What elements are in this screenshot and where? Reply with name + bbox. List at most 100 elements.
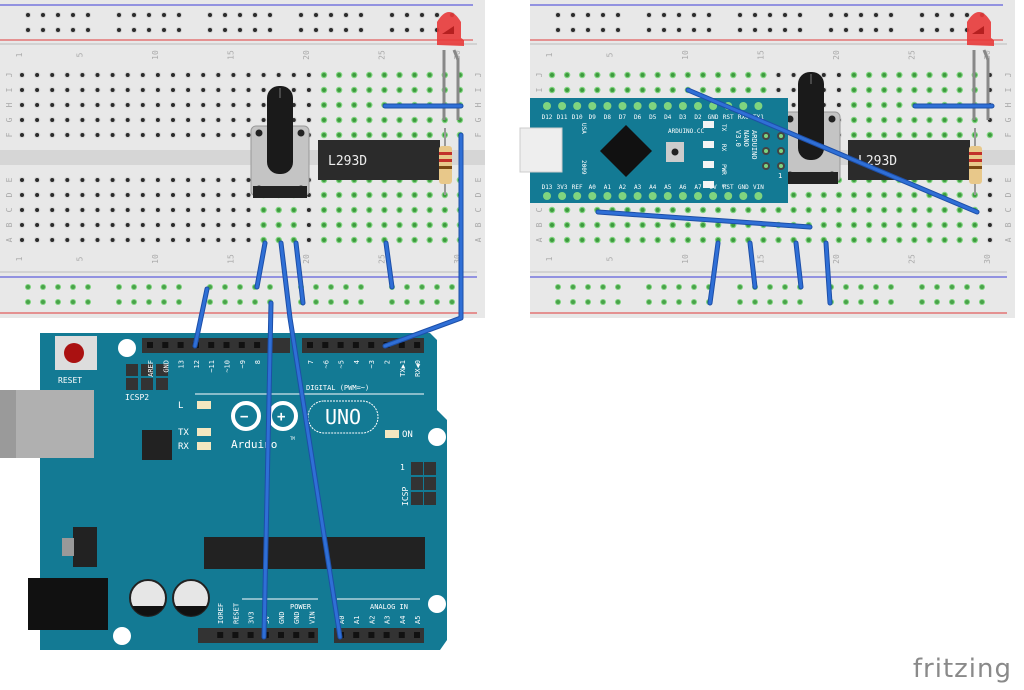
row-label: F xyxy=(1004,132,1013,137)
hole xyxy=(610,73,615,77)
nano-pin-label: A2 xyxy=(619,184,627,191)
hole xyxy=(95,73,100,77)
hole xyxy=(35,238,40,242)
nano-pin xyxy=(678,102,687,110)
column-label: 15 xyxy=(226,50,235,60)
rail-hole xyxy=(390,13,394,17)
hole xyxy=(216,238,221,242)
hole xyxy=(882,73,887,77)
hole xyxy=(882,88,887,92)
hole xyxy=(776,208,781,212)
hole xyxy=(550,73,554,77)
status-led-label: TX xyxy=(178,428,189,438)
resistor-band xyxy=(439,152,452,155)
hole xyxy=(65,238,70,242)
hole xyxy=(80,223,85,227)
rail-hole xyxy=(253,300,257,304)
mini-usb-connector xyxy=(519,127,563,173)
rail-hole xyxy=(586,13,590,17)
hole xyxy=(367,238,372,242)
hole xyxy=(95,178,100,182)
hole xyxy=(897,73,902,77)
nano-pin-label: A1 xyxy=(604,184,612,191)
row-label: B xyxy=(474,222,483,227)
logo-minus-ring xyxy=(231,401,261,431)
hole xyxy=(352,208,357,212)
digital-pin-label: 13 xyxy=(178,360,186,368)
analog-pin-label: A1 xyxy=(353,616,361,624)
hole xyxy=(731,208,736,212)
hole xyxy=(322,208,326,212)
hole xyxy=(337,103,342,107)
hole xyxy=(201,208,206,212)
column-label: 30 xyxy=(983,254,992,264)
jumper-wire xyxy=(383,133,463,348)
rail-hole xyxy=(390,28,394,32)
nano-pin-label: RST xyxy=(723,184,734,191)
row-label: G xyxy=(5,117,14,122)
rail-hole xyxy=(147,285,151,289)
hole xyxy=(957,223,962,227)
rail-hole xyxy=(859,13,863,17)
nano-pin xyxy=(648,102,657,110)
hole xyxy=(322,223,326,227)
hole xyxy=(867,238,872,242)
pot-screw xyxy=(255,185,263,193)
hole xyxy=(442,223,447,227)
rail-hole xyxy=(390,300,394,304)
hole xyxy=(867,208,872,212)
hole xyxy=(276,73,281,77)
hole xyxy=(655,208,660,212)
rail-hole xyxy=(344,13,348,17)
hole xyxy=(140,208,145,212)
hole xyxy=(942,238,947,242)
rail-hole xyxy=(738,300,742,304)
hole xyxy=(186,238,191,242)
hole xyxy=(35,73,40,77)
rail-hole xyxy=(965,13,969,17)
hole xyxy=(186,118,191,122)
row-label: H xyxy=(1004,102,1013,107)
rail-hole xyxy=(950,13,954,17)
row-label: C xyxy=(474,207,483,212)
rail-hole xyxy=(26,300,30,304)
rail-hole xyxy=(86,28,90,32)
hole xyxy=(625,88,630,92)
hole xyxy=(912,118,917,122)
rail-hole xyxy=(162,28,166,32)
rail-hole xyxy=(677,300,681,304)
hole xyxy=(761,238,766,242)
hole xyxy=(776,88,781,92)
hole xyxy=(171,193,175,197)
hole xyxy=(882,238,887,242)
rail-hole xyxy=(556,285,560,289)
hole xyxy=(912,193,917,197)
rail-hole xyxy=(601,285,605,289)
rail-hole xyxy=(41,300,45,304)
resistor-body xyxy=(969,146,982,184)
nano-pin-label: 3V3 xyxy=(557,184,568,191)
nano-pin xyxy=(603,192,612,200)
resistor-band xyxy=(969,152,982,155)
hole xyxy=(80,133,85,137)
hole xyxy=(882,208,887,212)
hole xyxy=(397,238,402,242)
hole xyxy=(670,73,675,77)
hole xyxy=(125,178,130,182)
hole xyxy=(791,88,796,92)
nano-pin-label: A6 xyxy=(679,184,687,191)
jumper-wire xyxy=(686,88,979,214)
nano-led xyxy=(703,161,714,168)
nano-pin xyxy=(648,192,657,200)
hole xyxy=(20,133,24,137)
hole xyxy=(322,73,326,77)
hole xyxy=(125,193,130,197)
rail-hole xyxy=(420,300,424,304)
rail-hole xyxy=(738,285,742,289)
nano-pin xyxy=(558,102,567,110)
nano-pin xyxy=(603,102,612,110)
hole xyxy=(186,133,191,137)
rail-hole xyxy=(707,28,711,32)
hole xyxy=(110,208,115,212)
digital-pin xyxy=(208,342,215,348)
